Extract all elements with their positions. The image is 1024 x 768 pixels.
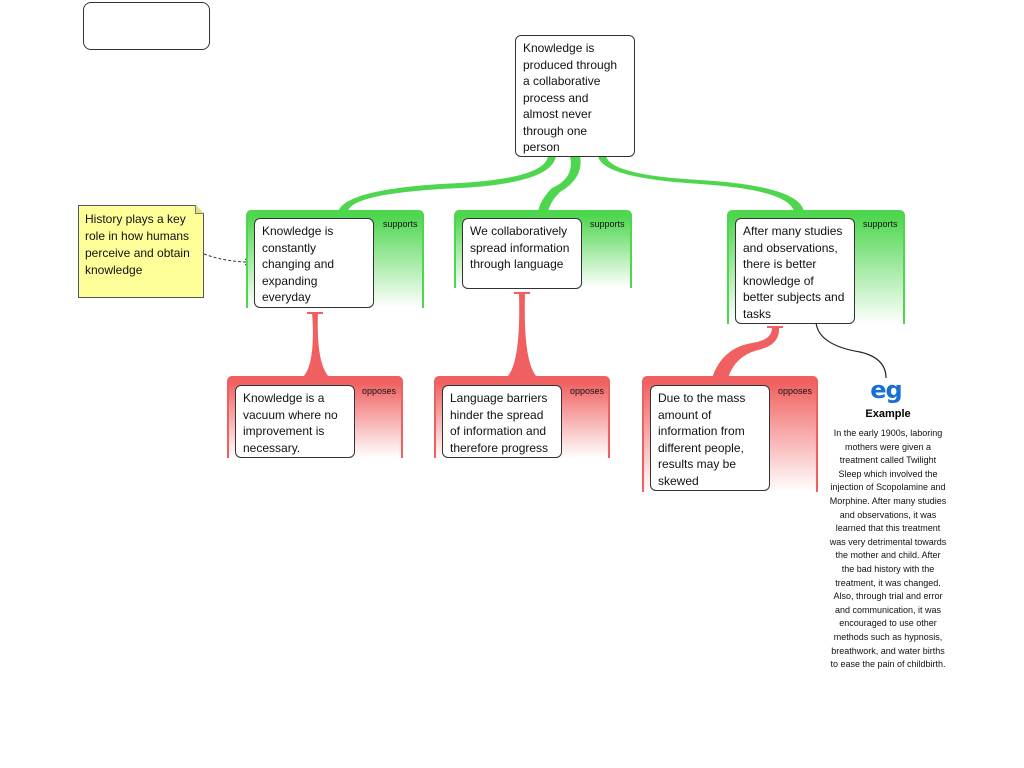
- sticky-note-text: History plays a key role in how humans p…: [85, 212, 190, 277]
- support-node-2[interactable]: We collaboratively spread information th…: [462, 218, 582, 289]
- oppose-link-1: [302, 312, 330, 378]
- oppose-node-3[interactable]: Due to the mass amount of information fr…: [650, 385, 770, 491]
- support-link-3: [598, 156, 804, 212]
- example-icon[interactable]: eg: [870, 376, 902, 404]
- support-node-1[interactable]: Knowledge is constantly changing and exp…: [254, 218, 374, 308]
- support-link-1: [338, 156, 556, 212]
- support-node-3[interactable]: After many studies and observations, the…: [735, 218, 855, 324]
- sticky-note[interactable]: History plays a key role in how humans p…: [78, 205, 204, 298]
- oppose-node-1[interactable]: Knowledge is a vacuum where no improveme…: [235, 385, 355, 458]
- opposes-tag-3: opposes: [778, 386, 813, 396]
- oppose-marker-1: [307, 312, 323, 314]
- supports-tag-1: supports: [383, 219, 418, 229]
- oppose-node-2[interactable]: Language barriers hinder the spread of i…: [442, 385, 562, 458]
- oppose-marker-3: [767, 326, 783, 328]
- root-claim[interactable]: Knowledge is produced through a collabor…: [515, 35, 635, 157]
- supports-tag-2: supports: [590, 219, 625, 229]
- oppose-link-3: [712, 328, 780, 378]
- opposes-tag-1: opposes: [362, 386, 397, 396]
- opposes-tag-2: opposes: [570, 386, 605, 396]
- empty-topic-box[interactable]: [83, 2, 210, 50]
- example-text: In the early 1900s, laboring mothers wer…: [829, 428, 947, 670]
- supports-tag-3: supports: [863, 219, 898, 229]
- note-connector: [203, 253, 251, 263]
- note-fold-icon: [195, 205, 204, 214]
- oppose-marker-2: [514, 292, 530, 294]
- example-title: Example: [865, 408, 911, 420]
- example-connector: [815, 321, 887, 379]
- oppose-link-2: [506, 294, 538, 378]
- support-link-2: [538, 156, 581, 212]
